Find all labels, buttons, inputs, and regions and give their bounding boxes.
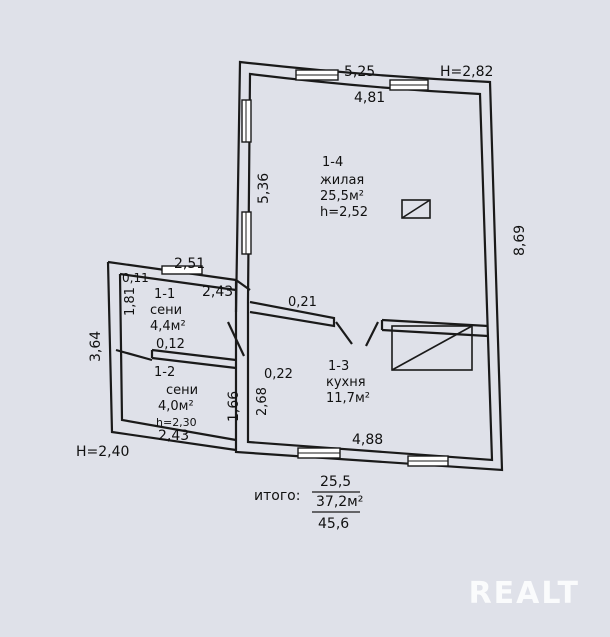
totals-overall: 45,6 (318, 516, 349, 532)
totals-label: итого: (254, 488, 300, 504)
dim-annex-lower-side: 1,66 (226, 391, 242, 422)
room-13-number: 1-3 (328, 359, 349, 374)
room-14-height: h=2,52 (320, 205, 368, 220)
dim-annex-bottom: 2,43 (158, 428, 189, 444)
dim-room14-left: 5,36 (256, 173, 272, 204)
dim-annex-left-outer: 3,64 (88, 331, 104, 362)
room-12-name: сени (166, 383, 198, 398)
stove-icon (401, 199, 431, 219)
dim-annex-partition: 0,12 (156, 337, 185, 352)
watermark-logo: REALT (468, 576, 580, 611)
room-12-height: h=2,30 (156, 416, 197, 429)
dim-kitchen-wall: 0,22 (264, 367, 293, 382)
height-main: H=2,82 (440, 64, 493, 80)
annex-inner-wall (118, 272, 237, 442)
dim-kitchen-left: 2,68 (255, 387, 270, 416)
room-14-area: 25,5м² (320, 189, 364, 204)
main-outer-wall (234, 60, 504, 472)
dim-top-outer: 5,25 (344, 64, 375, 80)
dim-top-inner: 4,81 (354, 90, 385, 106)
room-11-number: 1-1 (154, 287, 175, 302)
room-14-name: жилая (320, 173, 364, 188)
room-12-number: 1-2 (154, 365, 175, 380)
height-annex: H=2,40 (76, 444, 129, 460)
room-13-name: кухня (326, 375, 366, 390)
room-11-area: 4,4м² (150, 319, 186, 334)
dim-kitchen-bottom: 4,88 (352, 432, 383, 448)
dim-annex-wall: 0,11 (122, 271, 149, 285)
door-swing (335, 321, 353, 345)
room-14-number: 1-4 (322, 155, 343, 170)
dim-partition: 0,21 (288, 295, 317, 310)
room-12-area: 4,0м² (158, 399, 194, 414)
dim-annex-left-inner: 1,81 (123, 287, 138, 316)
annex-partition (150, 348, 237, 370)
partition-wall (249, 300, 336, 328)
window (161, 265, 203, 275)
kitchen-stove-icon (391, 325, 473, 371)
totals-total: 37,2м² (316, 494, 363, 510)
dim-right-outer: 8,69 (512, 225, 528, 256)
room-13-area: 11,7м² (326, 391, 370, 406)
totals-living: 25,5 (320, 474, 351, 490)
dim-annex-top-outer: 2,51 (174, 256, 205, 272)
dim-annex-top-inner: 2,43 (202, 284, 233, 300)
room-11-name: сени (150, 303, 182, 318)
